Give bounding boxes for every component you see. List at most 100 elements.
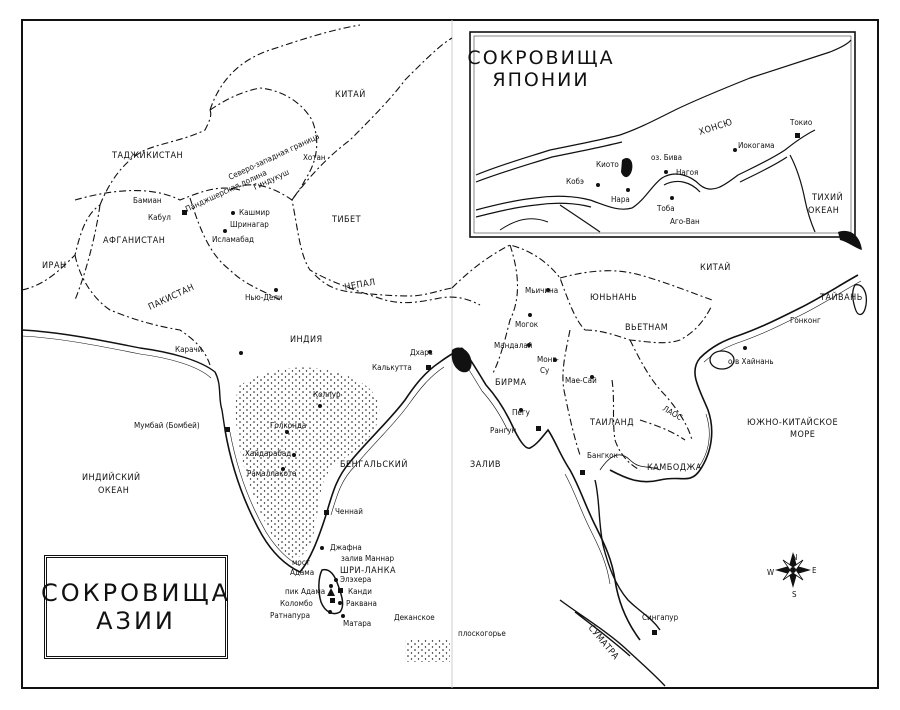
label-kollur: Коллур: [313, 390, 341, 399]
label-mong-su-2: Су: [540, 366, 550, 375]
coastline-indochina: [609, 274, 859, 483]
label-mogok: Могок: [515, 320, 539, 329]
compass-w: W: [767, 568, 774, 577]
pacific-edge: [838, 230, 862, 250]
marker-rangoon: [536, 426, 541, 431]
label-karachi: Карачи: [175, 345, 203, 354]
marker-colombo: [330, 598, 335, 603]
sumatra-island: [559, 599, 666, 687]
label-yunnan: ЮНЬНАНЬ: [590, 293, 637, 303]
label-tajikistan: ТАДЖИКИСТАН: [111, 151, 183, 161]
compass-s: S: [792, 590, 797, 599]
label-nara: Нара: [611, 195, 630, 204]
kyushu-shikoku-coast: [499, 218, 549, 231]
label-afghanistan: АФГАНИСТАН: [103, 236, 165, 246]
label-khotan: Хотан: [303, 153, 326, 162]
label-matara: Матара: [343, 619, 371, 628]
label-islamabad: Исламабад: [212, 234, 254, 244]
japan-inset-inner-frame: [473, 35, 852, 234]
town-dots: [223, 148, 747, 618]
label-scs-2: МОРЕ: [790, 430, 815, 440]
label-indian-ocean-2: ОКЕАН: [98, 486, 129, 496]
label-deccan-2: плоскогорье: [458, 629, 506, 638]
marker-kabul: [182, 210, 187, 215]
compass-n: N: [792, 553, 797, 562]
label-bangkok: Бангкок: [587, 451, 619, 460]
coastline-india-shadow: [229, 366, 445, 567]
label-kyoto: Киото: [596, 160, 619, 169]
label-pacific-1: ТИХИЙ: [811, 191, 843, 203]
label-burma: БИРМА: [495, 378, 527, 388]
label-adams-bridge-1: мост: [292, 558, 310, 567]
coastline-burma: [461, 347, 641, 641]
lake-biwa: [621, 158, 633, 178]
marker-tokyo: [795, 133, 800, 138]
marker-bangkok: [580, 470, 585, 475]
label-myitkyina: Мьичина: [525, 286, 558, 295]
gulf-of-thailand: [599, 454, 661, 471]
label-thailand: ТАИЛАНД: [589, 418, 634, 428]
label-hyderabad: Хайдарабад: [245, 448, 291, 458]
taiwan-island: [852, 284, 868, 316]
label-mumbai: Мумбай (Бомбей): [134, 420, 200, 430]
japan-coastlines: [475, 39, 852, 233]
marker-mumbai: [225, 427, 230, 432]
label-india: ИНДИЯ: [290, 335, 323, 345]
label-dharz: Дхарз: [410, 348, 433, 357]
label-bengal-1: БЕНГАЛЬСКИЙ: [340, 458, 408, 470]
label-china-east: КИТАЙ: [700, 261, 731, 273]
label-new-delhi: Нью-Дели: [245, 293, 283, 302]
marker-kandy: [338, 588, 343, 593]
label-ratnapura: Ратнапура: [270, 611, 310, 620]
label-nagoya: Нагоя: [676, 168, 698, 177]
label-pegu: Пегу: [512, 408, 531, 417]
label-adams-bridge-2: Адама: [290, 568, 314, 577]
label-laos: ЛАОС: [661, 404, 684, 422]
label-bamian: Бамиан: [133, 196, 162, 205]
coastline-west: [21, 329, 226, 431]
japan-inset-title: СОКРОВИЩА ЯПОНИИ: [467, 38, 613, 100]
label-scs-1: ЮЖНО-КИТАЙСКОЕ: [747, 416, 838, 428]
legend-swatch-dots: [405, 640, 450, 662]
label-toba: Тоба: [656, 203, 675, 213]
malay-peninsula: [594, 479, 661, 631]
label-ramallakota: Рамаллакота: [247, 469, 297, 478]
label-pakistan: ПАКИСТАН: [147, 283, 196, 313]
label-elahera: Элэхера: [340, 575, 371, 584]
label-nepal: НЕПАЛ: [344, 278, 377, 293]
main-title-line-1: СОКРОВИЩА: [40, 579, 232, 607]
label-ago: Аго-Ван: [670, 217, 700, 226]
label-rakwana: Раквана: [346, 599, 377, 608]
label-srinagar: Шринагар: [230, 220, 269, 229]
compass-e: E: [812, 566, 817, 575]
label-chennai: Ченнай: [335, 507, 363, 516]
coastline-indochina-shadow: [697, 280, 862, 469]
label-kashmir: Кашмир: [239, 208, 270, 217]
compass-rose: [775, 552, 811, 588]
label-colombo: Коломбо: [280, 598, 313, 608]
label-tibet: ТИБЕТ: [331, 215, 361, 225]
label-mong-su-1: Монг-: [537, 355, 559, 364]
label-mae-sai: Мае-Сай: [565, 376, 597, 385]
coastline-india: [224, 347, 463, 573]
marker-kolkata: [426, 365, 431, 370]
label-vietnam: ВЬЕТНАМ: [625, 323, 668, 333]
label-hainan: о-в Хайнань: [728, 357, 774, 366]
label-hongkong: Гонконг: [790, 316, 821, 325]
label-china-north: КИТАЙ: [335, 88, 366, 100]
adams-peak-marker: [327, 588, 335, 596]
label-mannar: залив Маннар: [341, 554, 394, 563]
label-deccan-1: Деканское: [394, 613, 435, 622]
label-biwa: оз. Бива: [651, 153, 682, 162]
deccan-plateau: [235, 367, 380, 558]
map-frame: [21, 19, 879, 689]
label-cambodia: КАМБОДЖА: [647, 463, 702, 473]
label-rangoon: Рангун: [490, 426, 516, 435]
label-sri-lanka: ШРИ-ЛАНКА: [340, 566, 396, 576]
japan-title-line-1: СОКРОВИЩА: [467, 47, 615, 69]
label-mandalay: Мандалай: [494, 341, 533, 350]
japan-title-line-2: ЯПОНИИ: [492, 69, 590, 91]
city-markers: [182, 133, 800, 635]
